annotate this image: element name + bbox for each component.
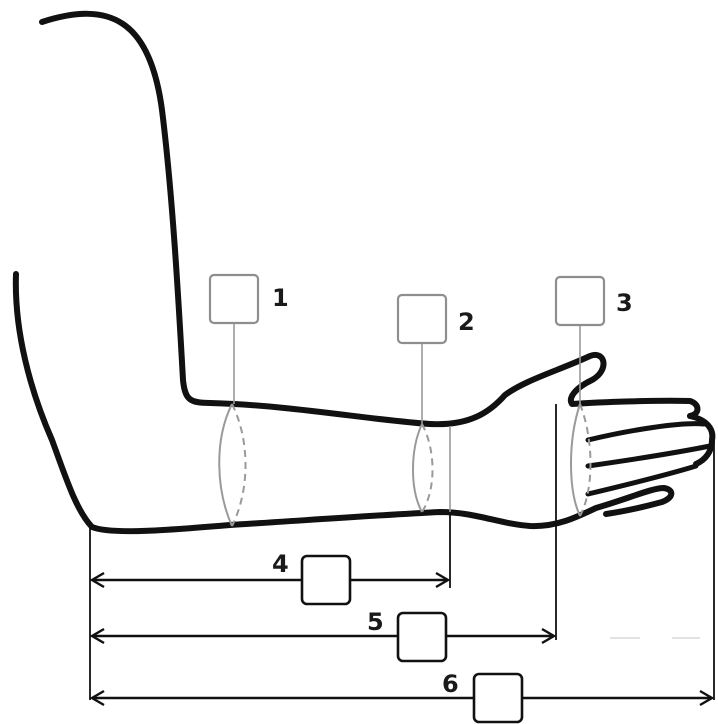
- marker-label-2: 2: [458, 308, 475, 336]
- length-input-4[interactable]: [300, 554, 352, 606]
- length-input-6[interactable]: [472, 672, 524, 724]
- circumference-ring-2: [412, 423, 451, 513]
- circumference-ring-1: [218, 403, 247, 527]
- circumference-input-1[interactable]: [208, 273, 260, 325]
- dimension-arrow-6: [89, 689, 715, 707]
- circumference-input-3[interactable]: [554, 275, 606, 327]
- marker-label-3: 3: [616, 289, 633, 317]
- finger-line: [585, 443, 713, 469]
- upper-arm-edge: [39, 10, 701, 428]
- circumference-input-2[interactable]: [396, 293, 448, 345]
- dimension-arrow-4: [89, 571, 451, 589]
- circumference-ring-3: [570, 403, 592, 517]
- length-input-5[interactable]: [396, 611, 448, 663]
- marker-label-6: 6: [442, 670, 459, 698]
- finger-line: [585, 421, 707, 443]
- marker-label-5: 5: [367, 608, 384, 636]
- marker-label-4: 4: [272, 550, 289, 578]
- dimension-arrow-5: [89, 627, 557, 645]
- fingertip-edge: [687, 413, 716, 467]
- arm-outline: [12, 10, 716, 535]
- forearm-underside: [12, 271, 675, 535]
- marker-label-1: 1: [272, 284, 289, 312]
- finger-line: [585, 463, 699, 497]
